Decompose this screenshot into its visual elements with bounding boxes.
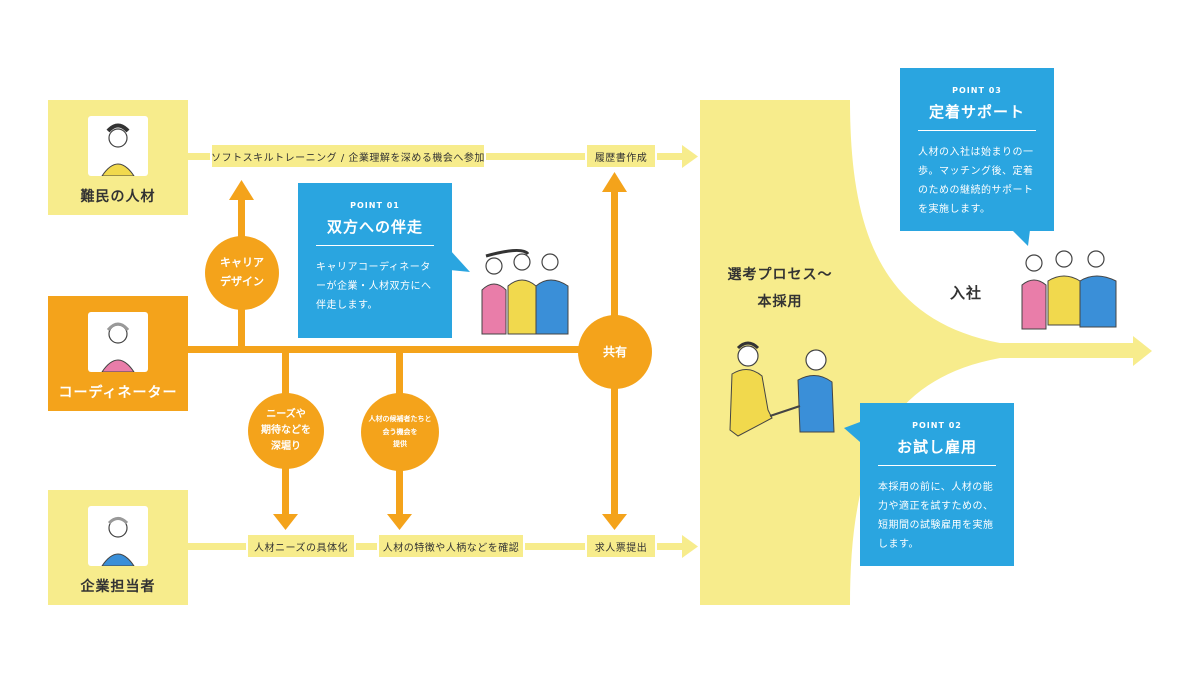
point03-callout: POINT 03 定着サポート 人材の入社は始まりの一歩。マッチング後、定着のた… [900, 68, 1054, 231]
output-arrow-head [1133, 336, 1152, 366]
actor-refugee: 難民の人材 [48, 100, 188, 215]
coordinator-trunk-line [188, 346, 618, 353]
actor-company: 企業担当者 [48, 490, 188, 605]
selection-process-label: 選考プロセス～ 本採用 [727, 267, 833, 310]
point-body: キャリアコーディネーターが企業・人材双方にへ伴走します。 [316, 262, 432, 311]
top-flow-arrow [682, 145, 698, 168]
point-title: 双方への伴走 [316, 216, 434, 246]
needs-arrow [273, 514, 298, 530]
point02-callout: POINT 02 お試し雇用 本採用の前に、人材の能力や適正を試すための、短期間… [860, 403, 1014, 566]
point-title: 定着サポート [918, 101, 1036, 131]
coordinator-portrait-icon [88, 312, 148, 372]
point02-tail [844, 422, 860, 442]
team-illustration-icon [481, 249, 569, 335]
share-up-arrow [602, 172, 627, 192]
point-body: 人材の入社は始まりの一歩。マッチング後、定着のための継続的サポートを実施します。 [918, 147, 1034, 215]
node-needs: ニーズや 期待などを 深堀り [248, 393, 324, 469]
point01-tail [450, 250, 470, 272]
node-share: 共有 [578, 315, 652, 389]
meet-arrow [387, 514, 412, 530]
node-career-design: キャリア デザイン [205, 236, 279, 310]
share-down-arrow [602, 514, 627, 530]
point01-callout: POINT 01 双方への伴走 キャリアコーディネーターが企業・人材双方にへ伴走… [298, 183, 452, 338]
point-number: POINT 01 [350, 201, 400, 210]
actor-coordinator: コーディネーター [48, 296, 188, 411]
top-step-training: ソフトスキルトレーニング / 企業理解を深める機会へ参加 [210, 143, 486, 169]
point-number: POINT 03 [952, 86, 1002, 95]
welcome-team-illustration-icon [1021, 250, 1117, 330]
refugee-portrait-icon [88, 116, 148, 176]
top-step-resume: 履歴書作成 [585, 143, 657, 169]
selection-funnel-shape [700, 100, 1135, 605]
bottom-step-job-post: 求人票提出 [585, 533, 657, 559]
company-portrait-icon [88, 506, 148, 566]
point-number: POINT 02 [912, 421, 962, 430]
bottom-step-check: 人材の特徴や人柄などを確認 [377, 533, 525, 559]
actor-label: 難民の人材 [80, 189, 156, 205]
career-design-arrow [229, 180, 254, 200]
bottom-flow-arrow [682, 535, 698, 558]
node-meet: 人材の候補者たちと 会う機会を 提供 [361, 393, 439, 471]
handshake-illustration-icon [729, 341, 835, 437]
actor-label: コーディネーター [58, 385, 178, 401]
point03-tail [1012, 230, 1030, 246]
bottom-step-needs: 人材ニーズの具体化 [246, 533, 356, 559]
outcome-join-label: 入社 [950, 284, 983, 302]
actor-label: 企業担当者 [80, 579, 156, 595]
point-title: お試し雇用 [878, 436, 996, 466]
point-body: 本採用の前に、人材の能力や適正を試すための、短期間の試験雇用を実施します。 [878, 482, 994, 550]
